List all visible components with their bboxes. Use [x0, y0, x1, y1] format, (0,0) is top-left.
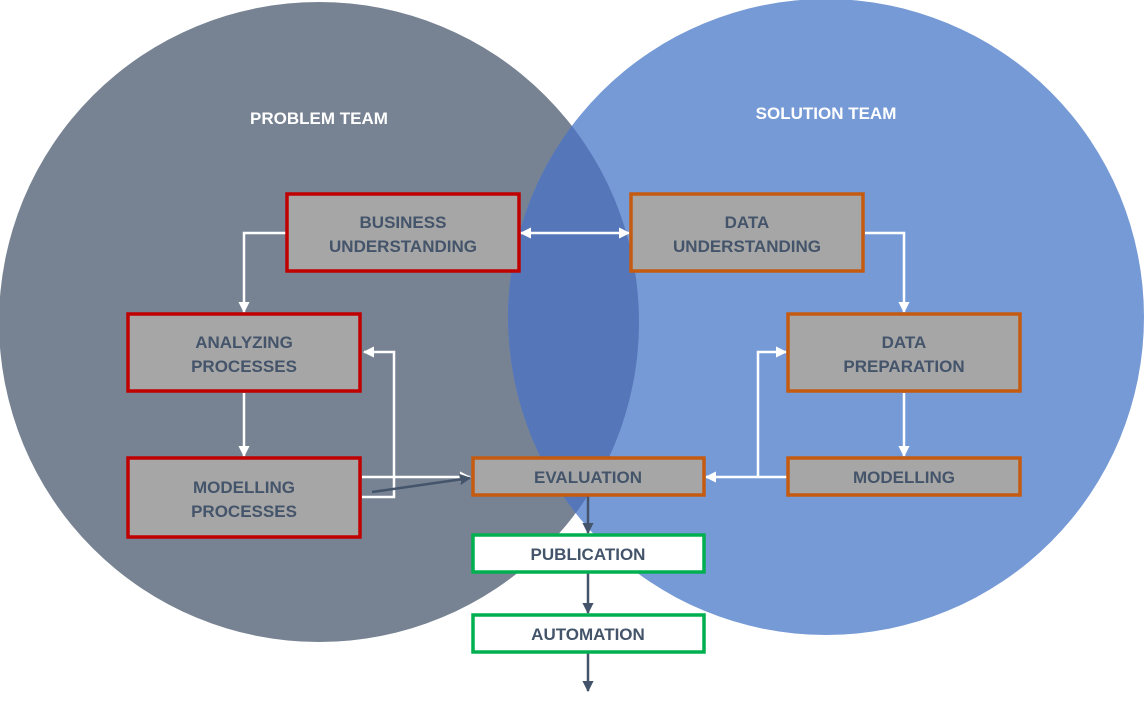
business-understanding-box: BUSINESS UNDERSTANDING	[285, 192, 521, 273]
publication-box: PUBLICATION	[471, 533, 706, 574]
arrow-modelling-processes-to-evaluation-dark	[371, 473, 472, 494]
arrow-modelling-to-preparation	[756, 346, 788, 477]
problem-team-label: PROBLEM TEAM	[250, 109, 388, 128]
modelling-box: MODELLING	[786, 456, 1022, 497]
modelling-processes-line1: MODELLING	[193, 478, 295, 497]
analyzing-processes-line2: PROCESSES	[191, 357, 297, 376]
data-understanding-line2: UNDERSTANDING	[673, 237, 821, 256]
arrow-modelling-processes-to-analyzing	[362, 346, 396, 499]
analyzing-processes-line1: ANALYZING	[195, 333, 293, 352]
modelling-processes-box: MODELLING PROCESSES	[126, 456, 362, 539]
automation-label: AUTOMATION	[531, 625, 645, 644]
automation-box: AUTOMATION	[471, 613, 706, 654]
publication-label: PUBLICATION	[531, 545, 646, 564]
data-preparation-line2: PREPARATION	[843, 357, 964, 376]
business-understanding-line1: BUSINESS	[360, 213, 447, 232]
white-connectors	[238, 227, 910, 499]
evaluation-label: EVALUATION	[534, 468, 642, 487]
data-understanding-line1: DATA	[725, 213, 770, 232]
solution-team-label: SOLUTION TEAM	[756, 104, 897, 123]
dark-connectors	[371, 473, 594, 693]
business-understanding-line2: UNDERSTANDING	[329, 237, 477, 256]
data-preparation-line1: DATA	[882, 333, 927, 352]
arrow-data-understanding-to-preparation	[865, 231, 910, 314]
arrow-business-to-analyzing	[238, 231, 287, 314]
analyzing-processes-box: ANALYZING PROCESSES	[126, 312, 362, 393]
data-preparation-box: DATA PREPARATION	[786, 312, 1022, 393]
modelling-processes-line2: PROCESSES	[191, 502, 297, 521]
evaluation-box: EVALUATION	[471, 456, 706, 497]
data-understanding-box: DATA UNDERSTANDING	[629, 192, 865, 273]
modelling-label: MODELLING	[853, 468, 955, 487]
